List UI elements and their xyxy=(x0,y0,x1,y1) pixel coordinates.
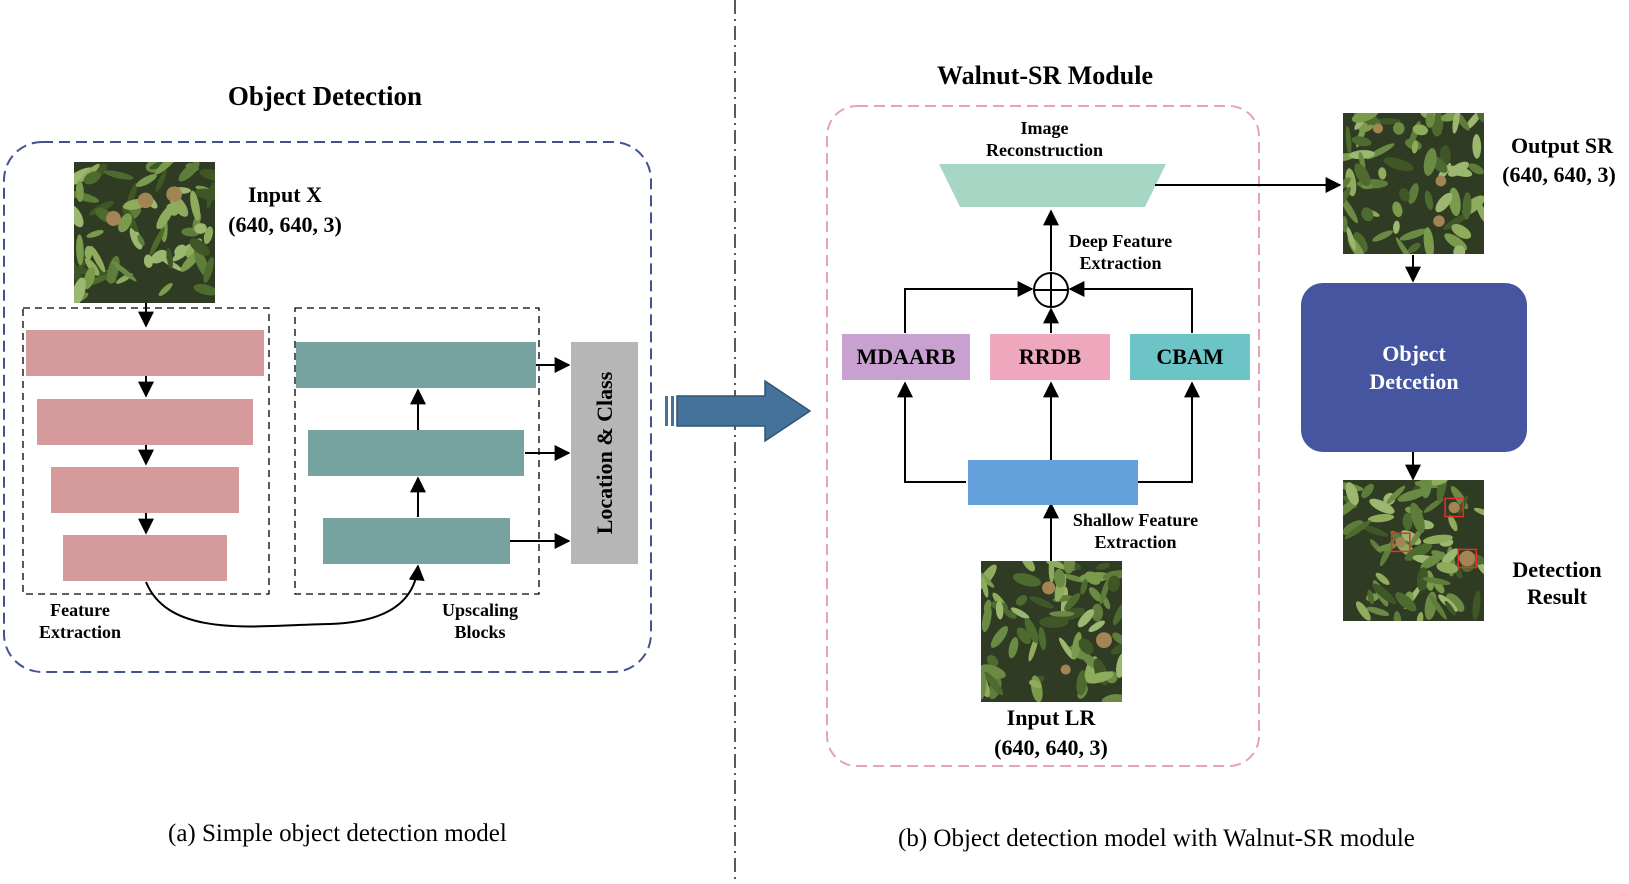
walnut-tree-photo xyxy=(1343,480,1484,621)
upscale-block-1 xyxy=(296,342,536,388)
input-lr-shape: (640, 640, 3) xyxy=(994,735,1108,760)
right-arrow-icon xyxy=(665,379,812,443)
shallow-feature-label: Shallow Feature Extraction xyxy=(1072,510,1199,552)
walnut-sr-frame xyxy=(826,105,1260,767)
left-panel-frame xyxy=(3,141,652,673)
cbam-label: CBAM xyxy=(1156,344,1224,369)
location-class-label: Location & Class xyxy=(591,371,617,535)
input-lr-photo xyxy=(981,561,1122,702)
input-x-shape: (640, 640, 3) xyxy=(228,212,342,237)
feature-extraction-label: Feature Extraction xyxy=(39,600,121,642)
cbam-block: CBAM xyxy=(1130,334,1250,380)
mdaarb-block: MDAARB xyxy=(842,334,970,380)
detection-result-label: Detection Result xyxy=(1512,557,1602,609)
walnut-tree-photo xyxy=(981,561,1122,702)
output-sr-photo xyxy=(1343,113,1484,254)
input-x-photo xyxy=(74,162,215,303)
upscale-block-2 xyxy=(308,430,524,476)
arrow-mdaarb-to-sum xyxy=(904,281,1034,333)
arrow-cbam-to-sum xyxy=(1068,281,1193,333)
location-class-box: Location & Class xyxy=(571,342,638,564)
image-reconstruction-label: Image Reconstruction xyxy=(986,118,1103,160)
left-panel-title: Object Detection xyxy=(227,81,423,111)
feature-block-2 xyxy=(37,399,253,445)
arrow-shallow-to-cbam xyxy=(1137,381,1200,483)
feature-block-3 xyxy=(51,467,239,513)
rrdb-label: RRDB xyxy=(1018,344,1082,369)
object-detection-label-line1: Object xyxy=(1382,341,1446,366)
output-sr-label: Output SR xyxy=(1510,133,1614,158)
detection-result-photo xyxy=(1343,480,1484,621)
upscaling-group xyxy=(294,307,540,595)
walnut-tree-photo xyxy=(74,162,215,303)
left-caption: (a) Simple object detection model xyxy=(168,820,507,847)
object-detection-block: Object Detcetion xyxy=(1301,283,1527,452)
feature-block-1 xyxy=(26,330,264,376)
plus-circle-icon xyxy=(1033,272,1069,308)
walnut-tree-photo xyxy=(1343,113,1484,254)
upscaling-blocks-label: Upscaling Blocks xyxy=(441,600,519,642)
deep-feature-label: Deep Feature Extraction xyxy=(1068,231,1173,273)
image-reconstruction-block xyxy=(939,164,1166,207)
object-detection-label-line2: Detcetion xyxy=(1369,368,1459,394)
output-sr-shape: (640, 640, 3) xyxy=(1502,162,1616,187)
walnut-sr-title: Walnut-SR Module xyxy=(937,61,1153,90)
feature-block-4 xyxy=(63,535,227,581)
input-x-label: Input X xyxy=(248,182,322,207)
input-lr-label: Input LR xyxy=(1006,705,1096,730)
upscale-block-3 xyxy=(323,518,510,564)
right-caption: (b) Object detection model with Walnut-S… xyxy=(898,825,1415,852)
rrdb-block: RRDB xyxy=(990,334,1110,380)
arrow-fe4-to-up3 xyxy=(145,564,425,628)
shallow-feature-block xyxy=(968,460,1138,505)
mdaarb-label: MDAARB xyxy=(856,344,956,369)
arrow-shallow-to-mdaarb xyxy=(897,381,966,483)
